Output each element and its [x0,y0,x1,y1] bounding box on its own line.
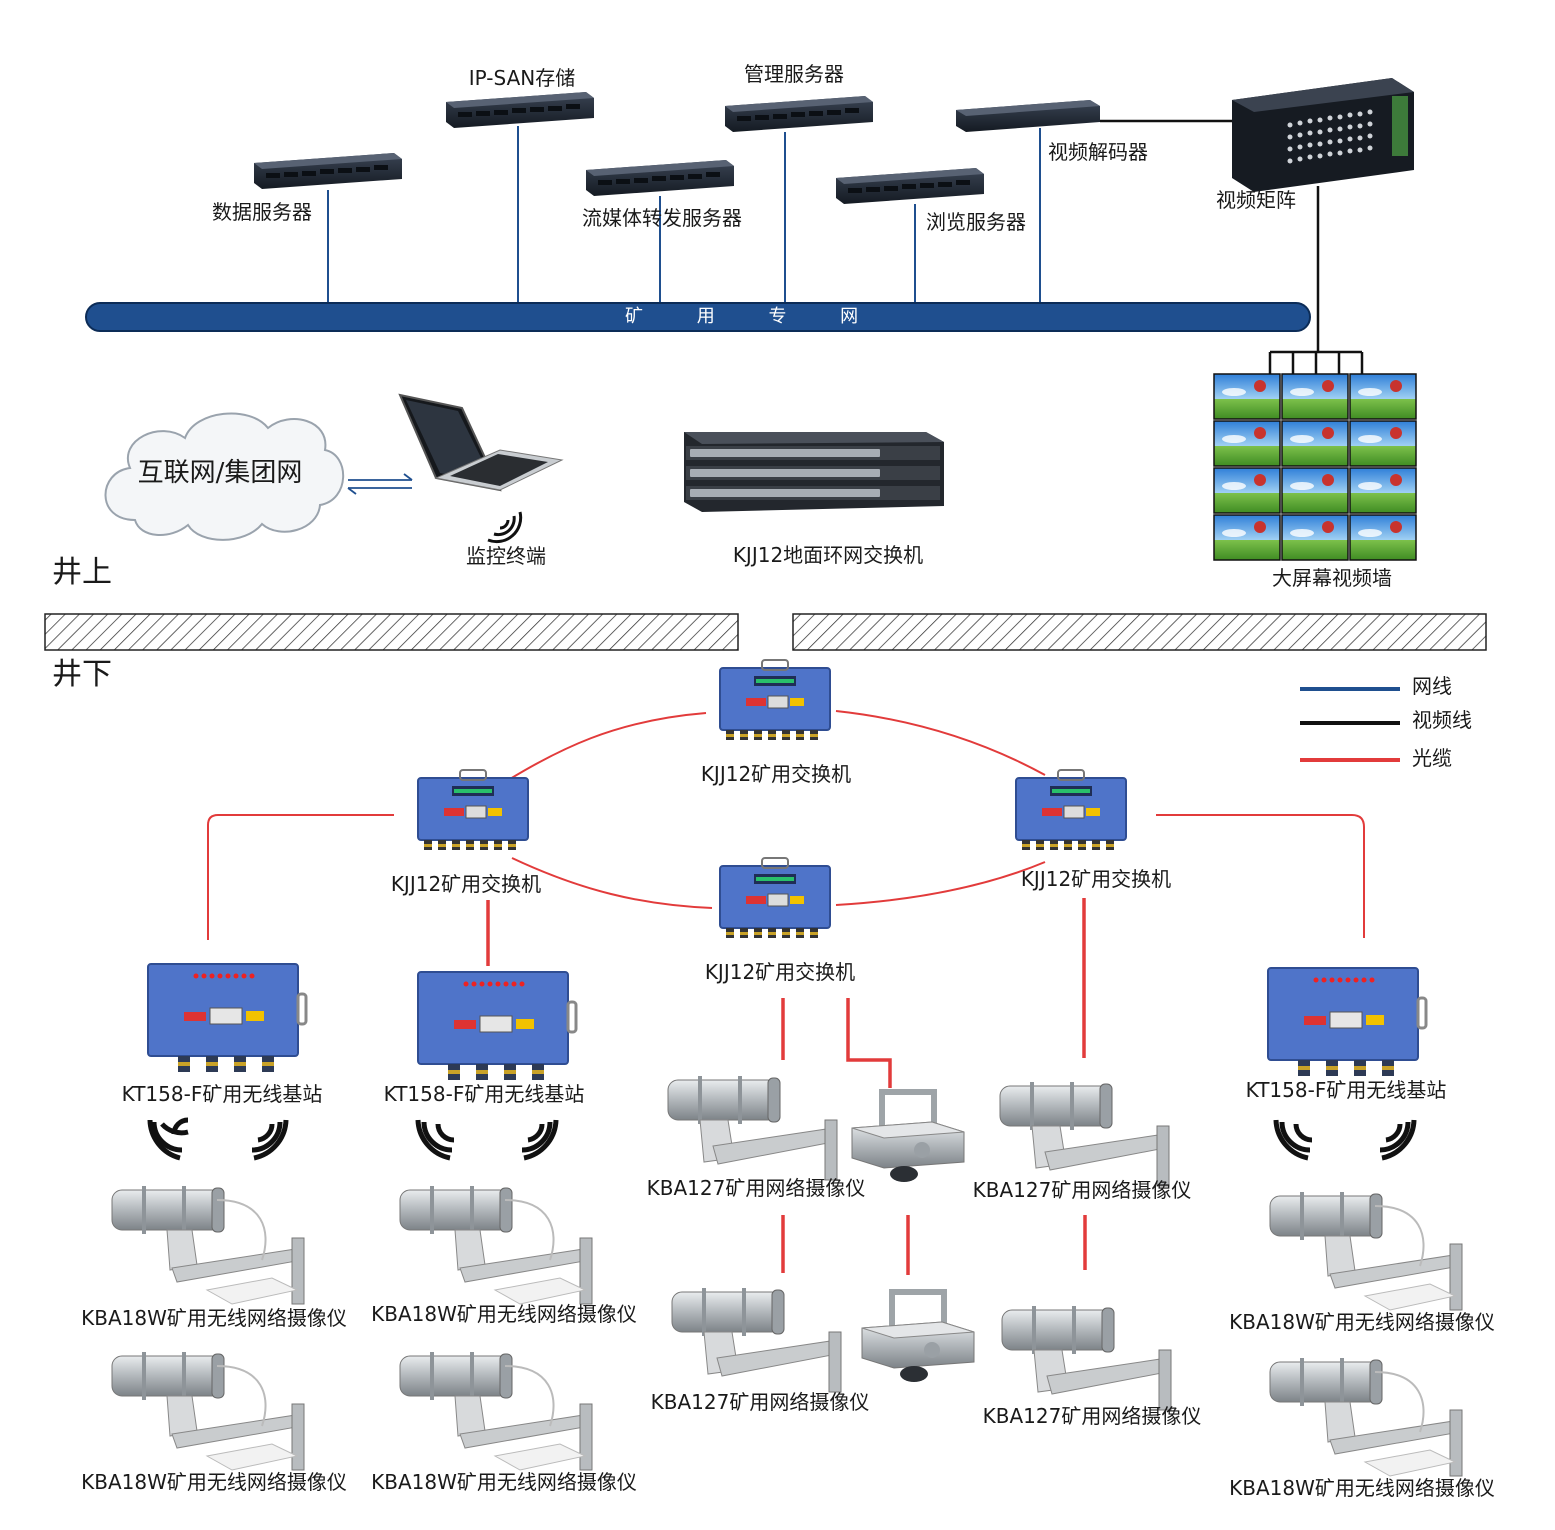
mining-network-backbone [85,302,1311,332]
mgmt-server-device [725,96,873,132]
label-wireless-cam-l2: KBA18W矿用无线网络摄像仪 [81,1470,347,1494]
label-switch-top: KJJ12矿用交换机 [700,762,852,786]
stream-server-device [586,160,734,196]
base-station-right-device [1266,966,1428,1078]
browse-server-device [836,168,984,204]
wireless-signal-icon [487,511,523,544]
label-base-station-right: KT158-F矿用无线基站 [1245,1078,1447,1102]
fiber-cables-thick [486,898,1087,1275]
surface-ring-switch-device [684,432,944,512]
wireless-camera-left-2 [112,1352,304,1470]
wireless-camera-right-1 [1270,1192,1462,1310]
label-ipsan-storage: IP-SAN存储 [468,66,576,90]
label-video-wall: 大屏幕视频墙 [1272,566,1392,590]
label-wireless-cam-l1: KBA18W矿用无线网络摄像仪 [81,1306,347,1330]
label-wired-cam-4: KBA127矿用网络摄像仪 [982,1404,1202,1428]
wired-camera-2 [1000,1082,1169,1186]
video-decoder-device [956,100,1100,132]
label-base-station-left: KT158-F矿用无线基站 [121,1082,323,1106]
label-backbone: 矿 用 专 网 [625,306,883,327]
wired-camera-3 [672,1288,841,1392]
video-cables [1100,119,1364,374]
laptop-device [398,393,564,492]
bidirectional-arrow-icon [347,473,413,495]
video-matrix-device [1232,78,1414,192]
switch-left-device [417,769,529,851]
fiber-cables [207,710,1365,940]
label-wired-cam-1: KBA127矿用网络摄像仪 [646,1176,866,1200]
label-browse-server: 浏览服务器 [926,210,1026,234]
legend-lines [1300,687,1400,762]
label-wireless-cam-m2: KBA18W矿用无线网络摄像仪 [371,1470,637,1494]
label-cloud: 互联网/集团网 [137,458,303,488]
base-station-left-device [146,962,308,1074]
label-switch-left: KJJ12矿用交换机 [390,872,542,896]
label-terminal: 监控终端 [466,544,546,568]
label-wired-cam-3: KBA127矿用网络摄像仪 [650,1390,870,1414]
base-station-mid-device [416,970,578,1082]
switch-right-device [1015,769,1127,851]
label-wireless-cam-m1: KBA18W矿用无线网络摄像仪 [371,1302,637,1326]
dome-camera-2 [862,1292,974,1382]
signal-waves-right [1273,1119,1417,1161]
label-stream-server: 流媒体转发服务器 [582,206,742,230]
signal-waves-mid [415,1119,559,1161]
wireless-camera-mid-2 [400,1352,592,1470]
network-cables [327,126,1041,303]
label-wired-cam-2: KBA127矿用网络摄像仪 [972,1178,1192,1202]
legend-label-network: 网线 [1412,674,1452,698]
wired-camera-1 [668,1076,837,1180]
label-video-matrix: 视频矩阵 [1216,188,1296,212]
dome-camera-1 [852,1092,964,1182]
label-switch-bottom: KJJ12矿用交换机 [704,960,856,984]
wired-camera-4 [1002,1306,1171,1410]
wireless-camera-left-1 [112,1186,304,1304]
legend-label-fiber: 光缆 [1412,746,1452,770]
label-data-server: 数据服务器 [212,200,312,224]
cloud-shape [104,412,345,541]
data-server-device [254,153,402,189]
label-zone-above: 井上 [52,555,112,590]
legend-label-video: 视频线 [1412,708,1472,732]
label-ring-switch: KJJ12地面环网交换机 [732,543,924,567]
switch-bottom-device [719,857,831,939]
switch-top-device [719,659,831,741]
label-video-decoder: 视频解码器 [1048,140,1148,164]
label-wireless-cam-r2: KBA18W矿用无线网络摄像仪 [1229,1476,1495,1500]
wireless-camera-right-2 [1270,1358,1462,1476]
ground-divider [44,613,1487,651]
label-wireless-cam-r1: KBA18W矿用无线网络摄像仪 [1229,1310,1495,1334]
video-wall-device [1213,373,1417,561]
label-mgmt-server: 管理服务器 [744,62,844,86]
label-switch-right: KJJ12矿用交换机 [1020,867,1172,891]
signal-waves-left [147,1117,289,1161]
label-zone-below: 井下 [52,657,112,692]
ipsan-storage-device [446,92,594,128]
label-base-station-mid: KT158-F矿用无线基站 [383,1082,585,1106]
wireless-camera-mid-1 [400,1186,592,1304]
